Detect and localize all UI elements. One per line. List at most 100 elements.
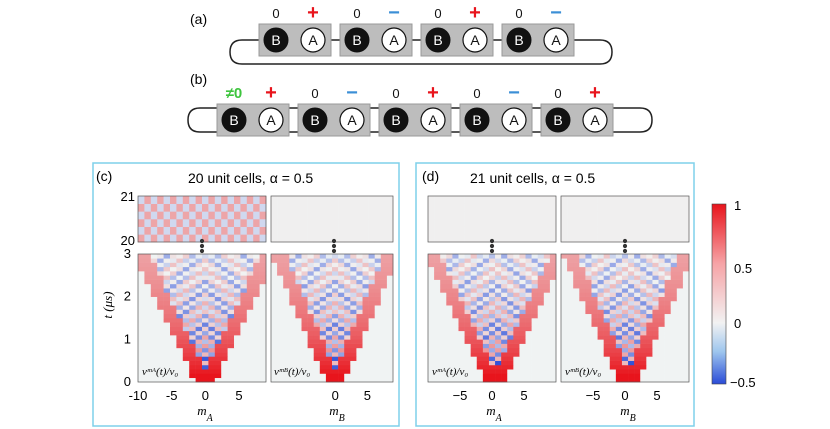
heatmap-cell — [682, 352, 690, 357]
heatmap-cell — [214, 196, 222, 204]
heatmap-cell — [295, 279, 302, 285]
heatmap-cell — [615, 279, 623, 285]
ellipsis-dot-c-left — [199, 243, 205, 249]
heatmap-cell — [458, 347, 465, 353]
heatmap-cell — [338, 343, 345, 349]
heatmap-cell — [434, 305, 441, 310]
heatmap-cell — [313, 196, 321, 204]
heatmap-cell — [664, 279, 672, 285]
heatmap-cell — [603, 262, 611, 268]
heatmap-cell — [609, 283, 617, 289]
heatmap-cell — [446, 356, 453, 361]
heatmap-cell — [488, 356, 496, 361]
panel-b-label: (b) — [190, 71, 207, 87]
heatmap-cell — [150, 305, 158, 310]
heatmap-cell — [585, 322, 592, 327]
heatmap-cell — [464, 292, 471, 297]
heatmap-cell — [513, 313, 520, 319]
heatmap-cell — [573, 283, 580, 289]
heatmap-cell — [319, 369, 327, 374]
heatmap-cell — [202, 254, 209, 259]
heatmap-cell — [350, 262, 357, 268]
heatmap-cell — [253, 360, 260, 366]
heatmap-cell — [246, 339, 254, 344]
heatmap-cell — [208, 211, 216, 220]
chain-b-site-a — [420, 107, 446, 133]
heatmap-cell — [319, 288, 327, 293]
heatmap-cell — [138, 288, 145, 293]
heatmap-cell — [676, 377, 684, 383]
heatmap-cell — [182, 369, 190, 374]
heatmap-cell — [628, 262, 635, 268]
panel-a-label: (a) — [190, 11, 207, 27]
heatmap-cell — [495, 339, 502, 344]
heatmap-cell — [163, 234, 171, 243]
heatmap-cell — [513, 369, 520, 374]
heatmap-cell — [664, 318, 672, 323]
heatmap-cell — [277, 330, 284, 336]
heatmap-cell — [628, 292, 635, 297]
heatmap-cell — [440, 360, 447, 366]
heatmap-cell — [301, 258, 308, 263]
heatmap-cell — [289, 258, 296, 263]
heatmap-cell — [470, 283, 478, 289]
heatmap-cell — [307, 271, 314, 276]
heatmap-cell — [531, 292, 539, 297]
heatmap-cell — [227, 219, 235, 227]
heatmap-cell — [368, 313, 375, 319]
heatmap-cell — [428, 313, 435, 319]
heatmap-cell — [452, 258, 459, 263]
heatmap-cell — [182, 275, 190, 280]
heatmap-c-left-border — [137, 253, 267, 383]
heatmap-cell — [507, 364, 514, 370]
heatmap-cell — [464, 300, 471, 306]
heatmap-cell — [240, 288, 248, 293]
heatmap-cell — [374, 279, 382, 285]
heatmap-cell — [621, 360, 629, 366]
heatmap-cell — [458, 234, 465, 243]
heatmap-cell — [634, 318, 641, 323]
heatmap-cell — [380, 296, 388, 302]
heatmap-cell — [374, 292, 382, 297]
heatmap-cell — [682, 318, 690, 323]
heatmap-cell — [307, 339, 314, 344]
heatmap-cell — [208, 339, 216, 344]
heatmap-cell — [428, 279, 435, 285]
heatmap-cell — [138, 339, 145, 344]
heatmap-cell — [234, 352, 241, 357]
heatmap-cell — [561, 373, 568, 379]
heatmap-cell — [344, 309, 351, 315]
heatmap-cell — [295, 288, 302, 293]
heatmap-cell — [259, 296, 267, 302]
heatmap-cell — [144, 305, 152, 310]
heatmap-cell — [344, 335, 351, 340]
heatmap-cell — [301, 356, 308, 361]
heatmap-cell — [374, 234, 382, 243]
heatmap-cell — [549, 271, 557, 276]
heatmap-cell — [356, 203, 363, 212]
heatmap-cell — [646, 352, 653, 357]
heatmap-cell — [615, 360, 623, 366]
heatmap-cell — [525, 364, 532, 370]
heatmap-cell — [513, 279, 520, 285]
heatmap-cell — [646, 196, 653, 204]
heatmap-cell — [488, 305, 496, 310]
heatmap-cell — [182, 309, 190, 315]
heatmap-cell — [440, 292, 447, 297]
heatmap-cell — [573, 226, 580, 235]
heatmap-cell — [664, 356, 672, 361]
heatmap-cell — [319, 266, 327, 272]
heatmap-cell — [470, 300, 478, 306]
heatmap-cell — [277, 219, 284, 227]
ytick-top: 20 — [121, 233, 135, 248]
heatmap-cell — [640, 234, 647, 243]
heatmap-cell — [214, 292, 222, 297]
chain-a-mark-b: 0 — [434, 6, 441, 21]
heatmap-cell — [362, 309, 369, 315]
heatmap-cell — [234, 364, 241, 370]
heatmap-cell — [531, 369, 539, 374]
heatmap-cell — [301, 275, 308, 280]
heatmap-cell — [434, 330, 441, 336]
heatmap-cell — [271, 275, 278, 280]
heatmap-cell — [603, 377, 611, 383]
